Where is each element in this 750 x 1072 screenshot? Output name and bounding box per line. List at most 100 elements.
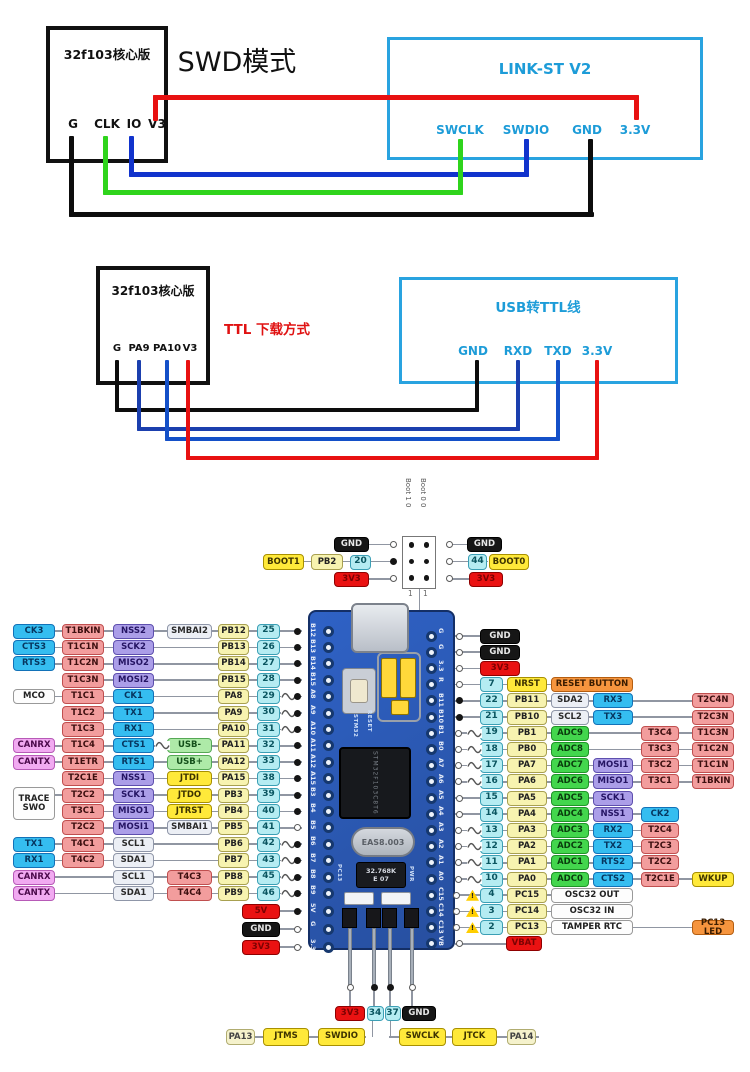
pin-circle [452, 924, 460, 932]
pin-dot [370, 983, 378, 991]
pin-box-pa5: PA5 [507, 790, 547, 806]
pin-box-jtdo: JTDO [167, 787, 212, 803]
pin-hole [322, 658, 334, 670]
pin-box-pa12: PA12 [218, 754, 249, 770]
pin-box-pb4: PB4 [218, 803, 249, 819]
pin-box-pa0: PA0 [507, 871, 547, 887]
pin-box-adc4: ADC4 [551, 806, 589, 822]
pin-box-boot1: BOOT1 [263, 554, 304, 570]
squiggle-icon [467, 842, 482, 852]
board-pin-label: B5 [309, 819, 317, 830]
pin-hole [322, 805, 334, 817]
pin-hole [322, 641, 334, 653]
boot-jumper-grid [402, 536, 436, 589]
pin-box-18: 18 [480, 741, 503, 757]
pin-hole [425, 679, 437, 691]
pin-hole [322, 887, 334, 899]
wire-blue [129, 136, 134, 177]
pin-box-sck2: SCK2 [113, 639, 154, 655]
warning-icon: ! [466, 905, 479, 917]
pin-box-tamper-rtc: TAMPER RTC [551, 920, 633, 936]
pin-box-12: 12 [480, 839, 503, 855]
pin-box-3v3: 3V3 [480, 660, 520, 676]
connector-line [21, 859, 302, 862]
pin-circle [445, 575, 453, 582]
pin-dot [408, 542, 415, 548]
board-pin-label: B9 [309, 885, 317, 895]
pin-circle [293, 925, 301, 933]
pin-circle [454, 729, 462, 737]
board-pin-label: B12 [309, 623, 317, 637]
pin-box-15: 15 [480, 790, 503, 806]
connector-line [21, 630, 302, 632]
board-pin-label: A12 [309, 754, 317, 769]
board-pin-label: B11 [437, 692, 445, 707]
pin-box-38: 38 [257, 771, 280, 787]
pin-box-nrst: NRST [507, 677, 547, 693]
pin-box-usb: USB+ [167, 754, 212, 770]
swd-pin-g: G [68, 117, 78, 131]
pin-box-smbai2: SMBAI2 [167, 623, 212, 639]
board-pin-label: A7 [437, 757, 445, 768]
wire-navy [516, 360, 520, 431]
wire-red [186, 360, 190, 460]
stlink-pin-gnd: GND [572, 123, 602, 137]
wire-mblue [556, 360, 560, 441]
squiggle-icon [281, 872, 296, 882]
pin-box-jtms: JTMS [263, 1027, 309, 1046]
pin-box-41: 41 [257, 820, 280, 836]
pin-box-adc6: ADC6 [551, 774, 589, 790]
usbttl-pin-33v: 3.3V [581, 344, 613, 358]
wire-mblue [165, 360, 169, 441]
pin-box-miso1: MISO1 [593, 774, 633, 790]
silk-pwr: PWR [408, 866, 414, 882]
pin-box-pa4: PA4 [507, 806, 547, 822]
crystal-8mhz: EAS8.003 [351, 827, 415, 857]
ttl-mcu-title: 32f103核心版 [111, 284, 195, 298]
pin-box-t3c3: T3C3 [641, 741, 679, 757]
pin-circle [454, 745, 462, 753]
connector-line [70, 679, 302, 681]
pin-box-mosi2: MOSI2 [113, 672, 154, 688]
pin-circle [455, 794, 463, 802]
pin-hole [322, 773, 334, 785]
board-pin-label: A0 [437, 871, 445, 881]
pin-box-rts2: RTS2 [593, 855, 633, 871]
board-pin-label: B3 [309, 787, 317, 797]
pin-box-adc0: ADC0 [551, 871, 589, 887]
pin-box-rx1: RX1 [13, 853, 55, 869]
pin-dot [293, 676, 301, 684]
squiggle-icon [467, 744, 482, 754]
pin-dot [293, 807, 301, 815]
squiggle-icon [281, 724, 296, 734]
connector-line [455, 748, 726, 751]
wire-green [103, 136, 108, 195]
boot-jumper-icon [381, 658, 397, 698]
pin-box-t1c2: T1C2 [62, 705, 104, 721]
warning-icon: ! [466, 889, 479, 901]
pin-dot [408, 575, 415, 581]
pin-box-t1c4: T1C4 [62, 738, 104, 754]
grid-one-label: 1 [423, 589, 428, 598]
pin-box-31: 31 [257, 721, 280, 737]
pin-box-sda1: SDA1 [113, 853, 154, 869]
connector-line [369, 543, 392, 546]
pin-box-gnd: GND [402, 1006, 436, 1021]
pin-hole [425, 889, 437, 901]
led-power [381, 892, 411, 905]
pin-box-44: 44 [468, 554, 487, 570]
board-pin-label: B14 [309, 655, 317, 670]
pin-circle [455, 648, 463, 656]
swd-mcu-title: 32f103核心版 [63, 47, 151, 62]
connector-line [21, 663, 302, 665]
pin-box-t2c1e: T2C1E [641, 871, 679, 887]
pin-box-t2c1e: T2C1E [62, 771, 104, 787]
pin-dot [293, 857, 301, 865]
pin-dot [293, 840, 301, 848]
pin-box-t2c2: T2C2 [641, 855, 679, 871]
pin-dot [293, 627, 301, 635]
pin-hole [322, 691, 334, 703]
pin-box-pa6: PA6 [507, 774, 547, 790]
pin-box-t1c2n: T1C2N [692, 741, 734, 757]
board-pin-label: B15 [309, 672, 317, 687]
